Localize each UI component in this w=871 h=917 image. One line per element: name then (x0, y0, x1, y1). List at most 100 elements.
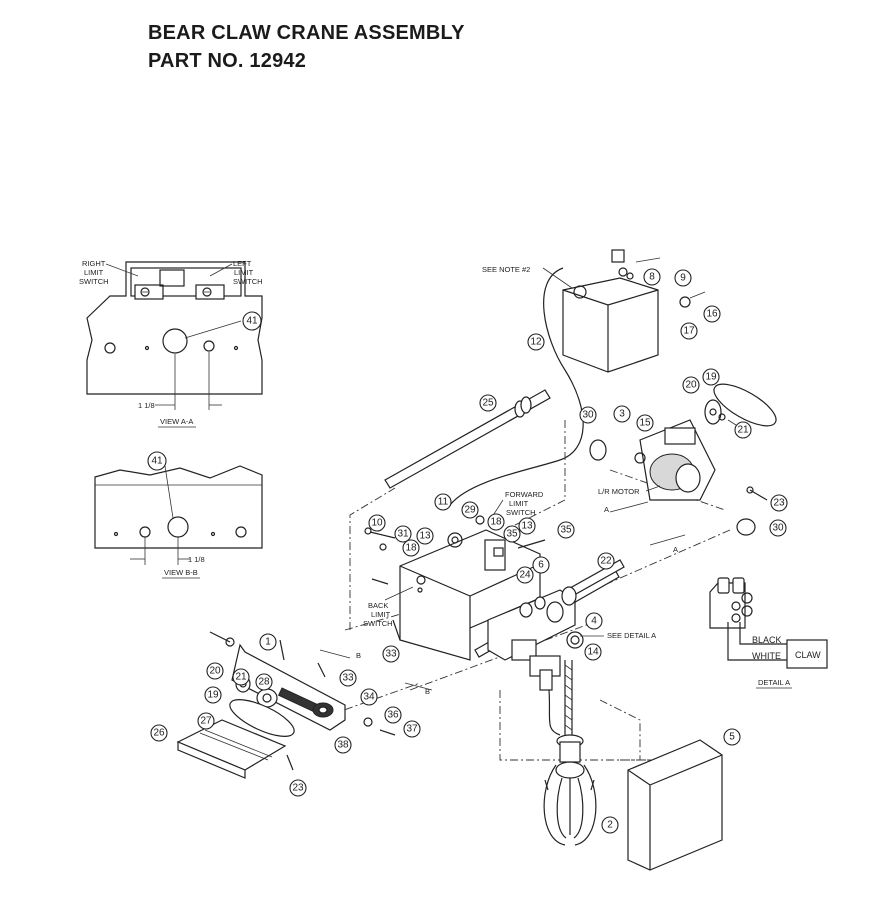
callout-bubbles: 1 2 3 4 5 6 8 9 10 11 12 13 13 14 15 16 … (150, 268, 788, 834)
svg-text:12: 12 (530, 337, 542, 348)
callout-26: 26 (150, 724, 168, 742)
callout-12: 12 (527, 333, 545, 351)
svg-text:23: 23 (292, 783, 304, 794)
svg-text:LIMIT: LIMIT (84, 268, 104, 277)
svg-text:10: 10 (371, 518, 383, 529)
svg-text:RIGHT: RIGHT (82, 259, 106, 268)
callout-20a: 20 (682, 376, 700, 394)
svg-text:A: A (673, 545, 678, 554)
svg-text:2: 2 (607, 820, 613, 831)
svg-text:LIMIT: LIMIT (234, 268, 254, 277)
svg-text:21: 21 (235, 672, 247, 683)
forward-limit-label-1: FORWARD (505, 490, 544, 499)
view-b-b: 1 1/8 41 VIEW B-B (94, 451, 263, 579)
callout-20b: 20 (206, 662, 224, 680)
callout-23b: 23 (289, 779, 307, 797)
callout-35b: 35 (557, 521, 575, 539)
callout-33a: 33 (339, 669, 357, 687)
svg-text:19: 19 (705, 372, 717, 383)
svg-text:20: 20 (209, 666, 221, 677)
svg-text:38: 38 (337, 740, 349, 751)
see-note-label: SEE NOTE #2 (482, 265, 530, 274)
back-limit-label-3: SWITCH (363, 619, 393, 628)
view-b-caption: VIEW B-B (164, 568, 198, 577)
callout-25: 25 (479, 394, 497, 412)
svg-text:13: 13 (419, 531, 431, 542)
svg-text:33: 33 (385, 649, 397, 660)
callout-19a: 19 (702, 368, 720, 386)
callout-41-a: 41 (242, 311, 262, 331)
callout-30b: 30 (769, 519, 787, 537)
callout-34: 34 (360, 688, 378, 706)
svg-text:19: 19 (207, 690, 219, 701)
svg-text:31: 31 (397, 529, 409, 540)
svg-text:14: 14 (587, 647, 599, 658)
callout-19b: 19 (204, 686, 222, 704)
callout-11: 11 (434, 493, 452, 511)
forward-limit-label-2: LIMIT (509, 499, 529, 508)
svg-text:17: 17 (683, 326, 695, 337)
callout-37: 37 (403, 720, 421, 738)
right-limit-switch-label: RIGHT LIMIT SWITCH (79, 259, 109, 286)
lr-motor-label: L/R MOTOR (598, 487, 640, 496)
page-title: BEAR CLAW CRANE ASSEMBLY (148, 22, 465, 44)
svg-text:3: 3 (619, 409, 625, 420)
callout-5: 5 (723, 728, 741, 746)
callout-30a: 30 (579, 406, 597, 424)
callout-17: 17 (680, 322, 698, 340)
svg-text:B: B (425, 687, 430, 696)
view-a-a: 1 1/8 41 RIGHT LIMIT SWITCH LEFT LIMIT S… (79, 259, 263, 428)
view-a-caption: VIEW A-A (160, 417, 193, 426)
svg-text:11: 11 (438, 497, 449, 508)
callout-24: 24 (516, 566, 534, 584)
svg-text:A: A (604, 505, 609, 514)
callout-6: 6 (532, 556, 550, 574)
svg-text:SWITCH: SWITCH (233, 277, 263, 286)
svg-text:16: 16 (706, 309, 718, 320)
svg-text:15: 15 (639, 418, 651, 429)
part-number: PART NO. 12942 (148, 50, 307, 72)
svg-text:4: 4 (591, 616, 597, 627)
claw-label: CLAW (795, 650, 821, 660)
callout-13a: 13 (416, 527, 434, 545)
svg-text:22: 22 (600, 556, 612, 567)
callout-31: 31 (394, 525, 412, 543)
main-labels: SEE NOTE #2 L/R MOTOR FORWARD LIMIT SWIT… (363, 265, 661, 640)
left-limit-switch-label: LEFT LIMIT SWITCH (233, 259, 263, 286)
detail-a-caption: DETAIL A (758, 678, 790, 687)
svg-text:35: 35 (560, 525, 572, 536)
callout-29: 29 (461, 501, 479, 519)
callout-8: 8 (643, 268, 661, 286)
svg-text:SWITCH: SWITCH (79, 277, 109, 286)
callout-22: 22 (597, 552, 615, 570)
svg-text:21: 21 (737, 425, 749, 436)
callout-3: 3 (613, 405, 631, 423)
svg-text:5: 5 (729, 732, 735, 743)
svg-text:1: 1 (265, 637, 271, 648)
svg-text:20: 20 (685, 380, 697, 391)
callout-2: 2 (601, 816, 619, 834)
callout-18a: 18 (402, 539, 420, 557)
svg-text:LEFT: LEFT (233, 259, 252, 268)
svg-text:28: 28 (258, 677, 270, 688)
view-b-dimension: 1 1/8 (188, 555, 205, 564)
svg-text:30: 30 (582, 410, 594, 421)
svg-text:25: 25 (482, 398, 494, 409)
detail-a: BLACK WHITE CLAW DETAIL A (709, 577, 828, 689)
callout-36: 36 (384, 706, 402, 724)
svg-text:29: 29 (464, 505, 476, 516)
svg-text:23: 23 (773, 498, 785, 509)
svg-text:35: 35 (506, 529, 518, 540)
callout-4: 4 (585, 612, 603, 630)
svg-text:27: 27 (200, 716, 212, 727)
black-wire-label: BLACK (752, 635, 782, 645)
svg-text:9: 9 (680, 273, 686, 284)
svg-text:18: 18 (405, 543, 417, 554)
callout-15: 15 (636, 414, 654, 432)
callout-23a: 23 (770, 494, 788, 512)
callout-16: 16 (703, 305, 721, 323)
svg-text:13: 13 (521, 521, 533, 532)
callout-33b: 33 (382, 645, 400, 663)
callout-13b: 13 (518, 517, 536, 535)
